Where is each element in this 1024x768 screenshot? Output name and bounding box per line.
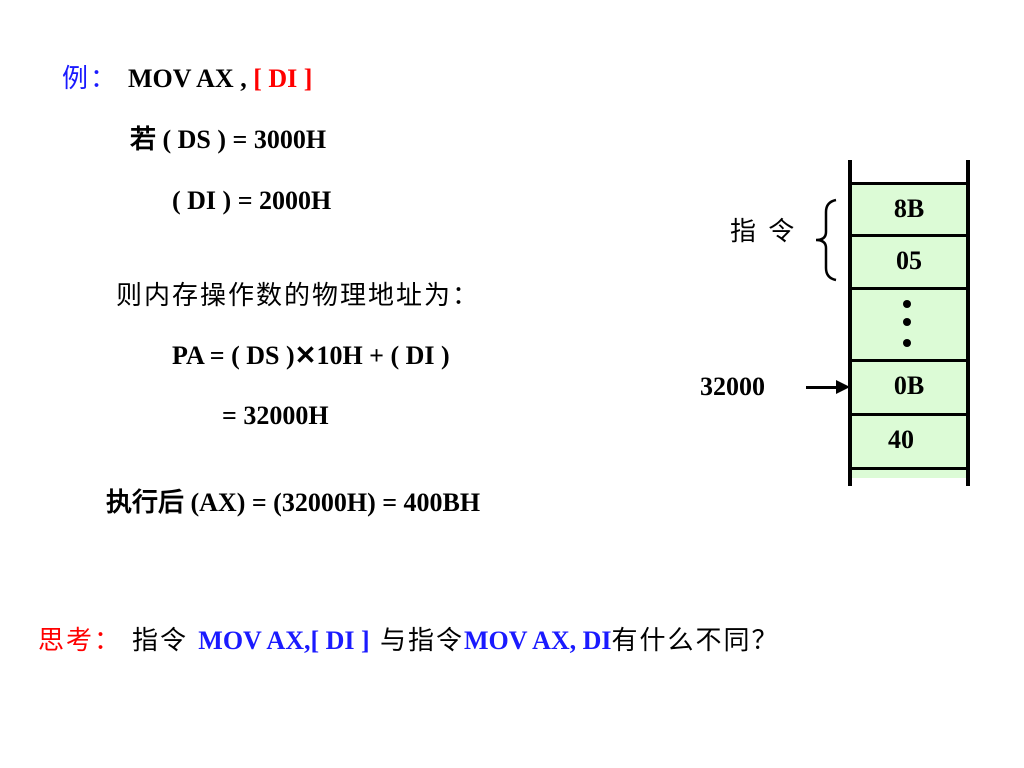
ellipsis-dot bbox=[903, 300, 911, 308]
curly-brace-icon bbox=[815, 198, 837, 282]
memory-right-border bbox=[966, 160, 970, 486]
physical-address-intro: 则内存操作数的物理地址为： bbox=[116, 281, 481, 311]
address-arrow bbox=[806, 386, 840, 389]
memory-separator bbox=[851, 413, 967, 416]
example-operand: [ DI ] bbox=[253, 64, 313, 93]
memory-cell: 40 bbox=[888, 425, 914, 454]
ellipsis-dot bbox=[903, 339, 911, 347]
memory-background bbox=[851, 182, 967, 478]
memory-diagram: 8B 05 0B 40 bbox=[848, 160, 970, 486]
after-execution-line: 执行后 (AX) = (32000H) = 400BH bbox=[106, 488, 481, 517]
thinking-text: 指令 bbox=[132, 626, 199, 656]
thinking-code: MOV AX,[ DI ] bbox=[198, 626, 370, 655]
example-line: 例： MOV AX , [ DI ] bbox=[62, 64, 312, 94]
example-instruction: MOV AX , bbox=[128, 64, 254, 93]
arrow-right-icon bbox=[836, 380, 850, 394]
memory-separator bbox=[851, 359, 967, 362]
ds-value-line: 若 ( DS ) = 3000H bbox=[130, 125, 327, 154]
thinking-label: 思考： bbox=[38, 626, 123, 656]
memory-cell: 05 bbox=[896, 246, 922, 275]
thinking-text: 与指令 bbox=[369, 626, 464, 656]
memory-separator bbox=[851, 287, 967, 290]
memory-cell: 8B bbox=[893, 194, 925, 223]
di-value-line: ( DI ) = 2000H bbox=[172, 186, 332, 215]
memory-address-label: 32000 bbox=[700, 372, 765, 401]
instruction-label: 指 令 bbox=[730, 217, 797, 247]
memory-separator bbox=[851, 234, 967, 237]
memory-left-border bbox=[848, 160, 852, 486]
memory-separator bbox=[851, 467, 967, 470]
thinking-text: 有什么不同？ bbox=[611, 626, 780, 656]
memory-cell: 0B bbox=[893, 371, 925, 400]
pa-result: = 32000H bbox=[222, 401, 329, 430]
memory-separator bbox=[851, 182, 967, 185]
example-label: 例： bbox=[62, 64, 119, 94]
thinking-code: MOV AX, DI bbox=[463, 626, 612, 655]
pa-formula: PA = ( DS )✕10H + ( DI ) bbox=[172, 341, 450, 370]
ellipsis-dot bbox=[903, 318, 911, 326]
thinking-line: 思考： 指令 MOV AX,[ DI ] 与指令MOV AX, DI有什么不同？ bbox=[38, 626, 780, 656]
